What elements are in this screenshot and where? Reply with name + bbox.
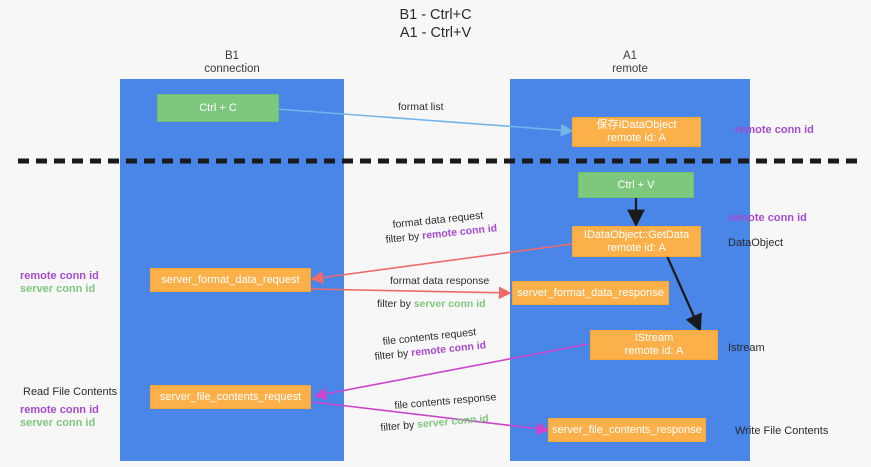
column-header-b1: B1 connection: [120, 50, 344, 76]
server-conn-id-text-2: server conn id: [416, 412, 490, 431]
node-save-idataobject[interactable]: 保存IDataObject remote id: A: [572, 117, 701, 147]
node-server-file-contents-request-label: server_file_contents_request: [159, 390, 302, 403]
filter-by-text-1: filter by: [385, 230, 423, 246]
node-server-format-data-response[interactable]: server_format_data_response: [512, 281, 669, 305]
filter-by-text-2: filter by: [377, 298, 414, 310]
node-istream[interactable]: IStream remote id: A: [590, 330, 718, 360]
edge-label-filter-by-server-1: filter by server conn id: [377, 298, 486, 311]
edge-label-file-contents-response: file contents response: [394, 391, 497, 412]
node-save-idataobject-line1: 保存IDataObject: [596, 119, 677, 131]
node-idataobject-getdata-line1: IDataObject::GetData: [583, 228, 690, 241]
node-istream-line1: IStream: [634, 332, 674, 344]
column-header-b1-name: B1: [224, 50, 240, 62]
annotation-right-write-file-contents: Write File Contents: [735, 425, 829, 437]
column-header-a1-name: A1: [622, 50, 638, 62]
edge-label-format-list: format list: [398, 101, 444, 113]
title-line-1: B1 - Ctrl+C: [399, 7, 472, 23]
edge-label-filter-by-server-2: filter by server conn id: [380, 413, 489, 435]
node-save-idataobject-line2: remote id: A: [607, 132, 666, 144]
node-server-format-data-response-label: server_format_data_response: [517, 286, 664, 299]
node-server-file-contents-response-label: server_file_contents_response: [552, 423, 702, 436]
filter-by-text-4: filter by: [380, 418, 418, 434]
annotation-right-istream: Istream: [728, 342, 765, 354]
node-ctrl-c-label: Ctrl + C: [199, 101, 237, 114]
annotation-left-remote-conn-id-2: remote conn id: [20, 404, 99, 416]
node-ctrl-v-label: Ctrl + V: [617, 178, 655, 191]
node-idataobject-getdata[interactable]: IDataObject::GetData remote id: A: [572, 226, 701, 257]
node-ctrl-c[interactable]: Ctrl + C: [157, 94, 279, 122]
annotation-left-server-conn-id-2: server conn id: [20, 417, 96, 429]
page-title: B1 - Ctrl+C A1 - Ctrl+V: [0, 6, 871, 42]
node-idataobject-getdata-line2: remote id: A: [607, 241, 666, 254]
annotation-right-dataobject: DataObject: [728, 237, 784, 249]
column-header-b1-sub: connection: [204, 63, 260, 75]
annotation-right-remote-conn-id-top: remote conn id: [735, 124, 814, 136]
node-server-format-data-request-label: server_format_data_request: [161, 273, 300, 286]
server-conn-id-text-1: server conn id: [413, 298, 486, 310]
filter-by-text-3: filter by: [374, 347, 412, 363]
annotation-left-server-conn-id: server conn id: [20, 283, 96, 295]
column-header-a1: A1 remote: [510, 50, 750, 76]
column-header-a1-sub: remote: [612, 63, 648, 75]
node-server-file-contents-request[interactable]: server_file_contents_request: [150, 385, 311, 409]
annotation-right-remote-conn-id-mid: remote conn id: [728, 212, 807, 224]
annotation-left-remote-conn-id: remote conn id: [20, 270, 99, 282]
annotation-left-read-file-contents: Read File Contents: [23, 386, 118, 398]
node-istream-line2: remote id: A: [624, 345, 684, 357]
node-ctrl-v[interactable]: Ctrl + V: [578, 172, 694, 198]
node-server-file-contents-response[interactable]: server_file_contents_response: [548, 418, 706, 442]
edge-label-format-data-response: format data response: [390, 275, 490, 287]
node-server-format-data-request[interactable]: server_format_data_request: [150, 268, 311, 292]
title-line-2: A1 - Ctrl+V: [399, 25, 472, 41]
